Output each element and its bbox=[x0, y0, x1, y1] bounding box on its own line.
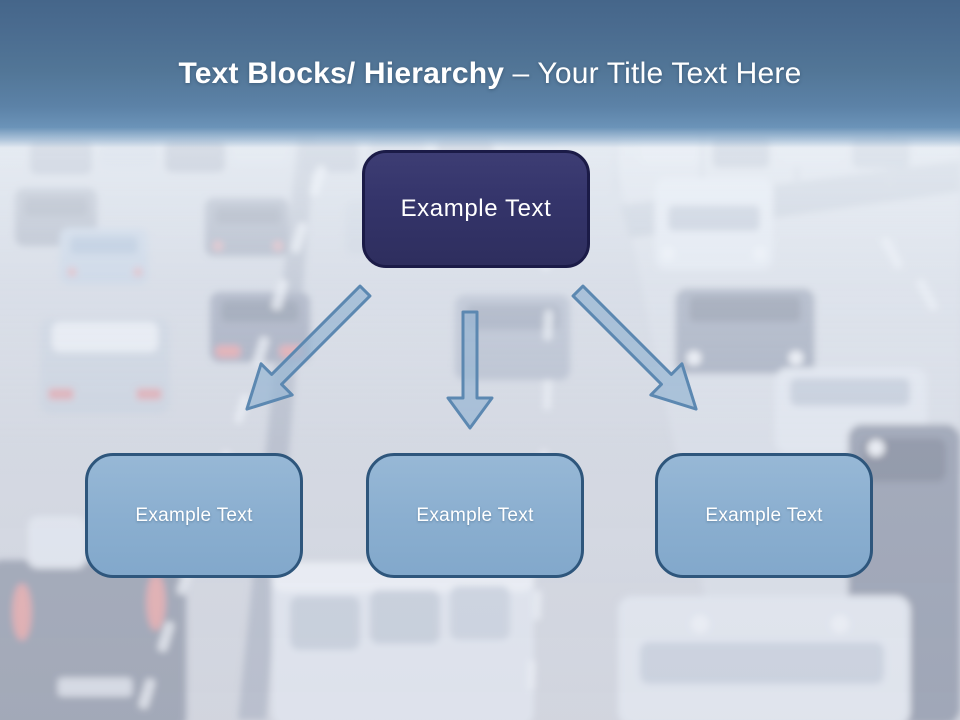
hierarchy-child-label-3: Example Text bbox=[705, 504, 823, 526]
hierarchy-child-box-2: Example Text bbox=[366, 453, 584, 578]
hierarchy-child-box-3: Example Text bbox=[655, 453, 873, 578]
hierarchy-child-label-1: Example Text bbox=[135, 504, 253, 526]
slide-title-rest: – Your Title Text Here bbox=[512, 57, 802, 90]
hierarchy-child-box-1: Example Text bbox=[85, 453, 303, 578]
hierarchy-root-box: Example Text bbox=[362, 150, 590, 268]
hierarchy-child-label-2: Example Text bbox=[416, 504, 534, 526]
slide-title-emphasis: Text Blocks/ Hierarchy bbox=[178, 57, 505, 90]
hierarchy-root-label: Example Text bbox=[400, 195, 552, 222]
slide-title: Text Blocks/ Hierarchy – Your Title Text… bbox=[10, 57, 960, 91]
